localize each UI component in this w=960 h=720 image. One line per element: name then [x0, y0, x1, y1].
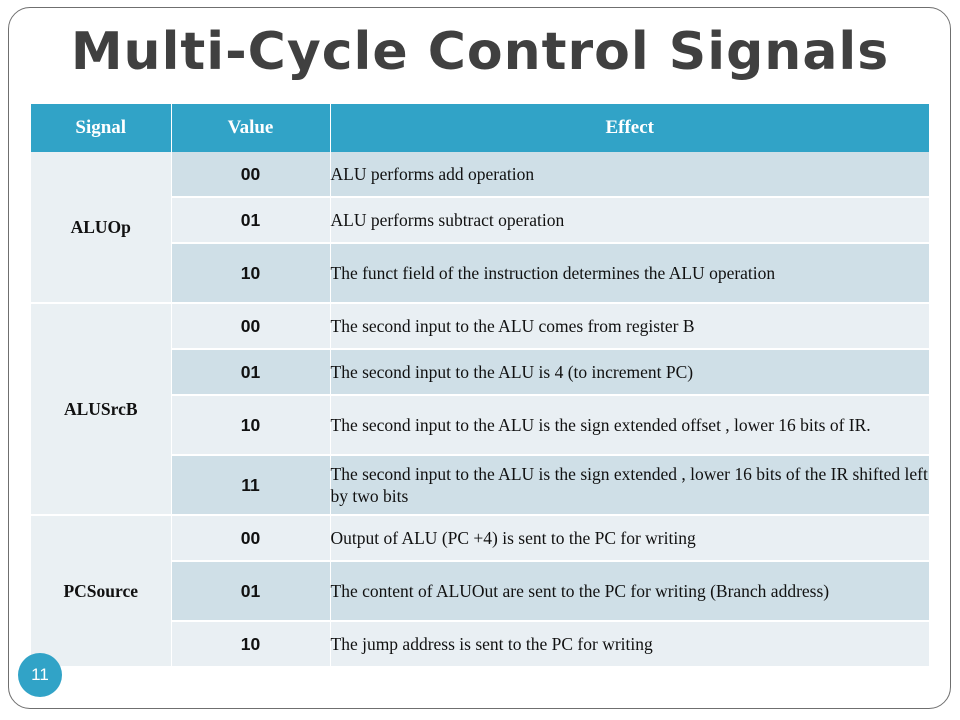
table-row: PCSource 00 Output of ALU (PC +4) is sen… — [31, 515, 929, 668]
signal-value: 10 — [171, 621, 331, 668]
table-row: 10 The jump address is sent to the PC fo… — [31, 621, 929, 668]
table-row: 01 ALU performs subtract operation — [31, 197, 929, 244]
signal-value: 01 — [171, 197, 331, 244]
signal-name-aluop: ALUOp — [31, 152, 172, 304]
signal-value: 00 — [171, 303, 331, 350]
signal-name-alusrcb: ALUSrcB — [31, 303, 172, 516]
signal-effect: The jump address is sent to the PC for w… — [330, 621, 929, 668]
signal-value: 10 — [171, 395, 331, 456]
table-row: 01 The content of ALUOut are sent to the… — [31, 561, 929, 622]
signal-effect: The funct field of the instruction deter… — [330, 243, 929, 304]
signal-effect: The second input to the ALU is 4 (to inc… — [330, 349, 929, 396]
signal-value: 01 — [171, 349, 331, 396]
page-number-badge: 11 — [18, 653, 62, 697]
signal-effect: The second input to the ALU comes from r… — [330, 303, 929, 350]
signal-effect: ALU performs subtract operation — [330, 197, 929, 244]
table-row: 10 The second input to the ALU is the si… — [31, 395, 929, 456]
signal-value: 01 — [171, 561, 331, 622]
table-row: 11 The second input to the ALU is the si… — [31, 455, 929, 516]
table-row: 01 The second input to the ALU is 4 (to … — [31, 349, 929, 396]
column-header-signal: Signal — [31, 104, 172, 152]
column-header-value: Value — [171, 104, 331, 152]
column-header-effect: Effect — [330, 104, 929, 152]
table-header-row: Signal Value Effect — [31, 104, 929, 152]
signal-value: 10 — [171, 243, 331, 304]
signal-value: 11 — [171, 455, 331, 516]
page-title: Multi-Cycle Control Signals — [70, 22, 890, 82]
table-row: ALUSrcB 00 The second input to the ALU c… — [31, 303, 929, 516]
signal-effect: The second input to the ALU is the sign … — [330, 395, 929, 456]
signal-effect: The content of ALUOut are sent to the PC… — [330, 561, 929, 622]
table-row: ALUOp 00 ALU performs add operation — [31, 152, 929, 304]
signal-value: 00 — [171, 152, 331, 198]
signal-effect: ALU performs add operation — [330, 152, 929, 198]
signal-name-pcsource: PCSource — [31, 515, 172, 668]
signal-effect: Output of ALU (PC +4) is sent to the PC … — [330, 515, 929, 562]
table-row: 10 The funct field of the instruction de… — [31, 243, 929, 304]
control-signals-table: Signal Value Effect ALUOp 00 ALU perform… — [31, 104, 929, 668]
signal-value: 00 — [171, 515, 331, 562]
signal-effect: The second input to the ALU is the sign … — [330, 455, 929, 516]
